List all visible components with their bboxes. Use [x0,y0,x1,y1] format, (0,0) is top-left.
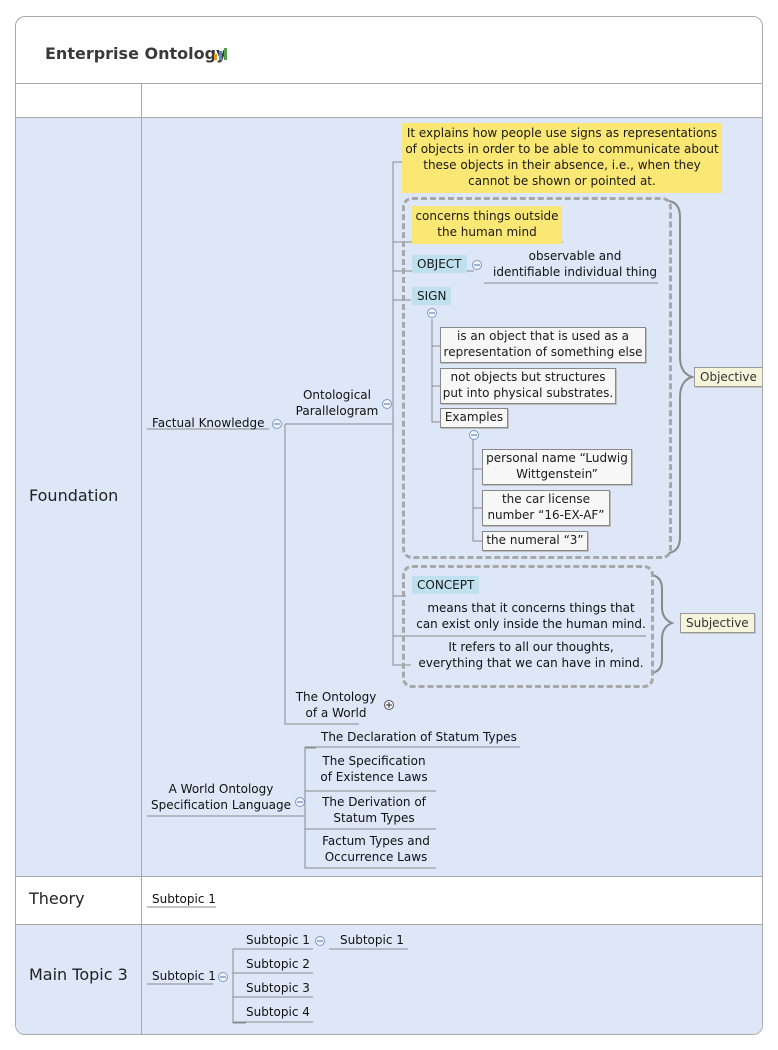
objective-boundary [402,197,672,559]
foundation-band [16,118,762,876]
topic-object[interactable]: OBJECT [412,255,467,273]
main3-child-1[interactable]: Subtopic 1 [246,933,310,947]
topic-world-ontology-spec-language[interactable]: A World Ontology Specification Language [148,781,294,813]
summary-subjective[interactable]: Subjective [680,613,755,633]
divider [16,83,762,84]
text-line: A World Ontology [168,782,274,796]
main-topic-3-band [16,924,762,1034]
text-line: of a World [305,706,367,720]
topic-ontology-of-a-world[interactable]: The Ontology of a World [290,689,382,721]
text-line: Specification Language [150,798,292,812]
text-line: personal name “Ludwig [486,451,628,465]
topic-sign[interactable]: SIGN [412,287,452,305]
row-label-foundation[interactable]: Foundation [29,486,119,505]
example-personal-name[interactable]: personal name “Ludwig Wittgenstein” [482,449,632,485]
subjective-boundary [402,565,654,688]
text-line: It refers to all our thoughts, [448,640,614,654]
text-line: the car license [501,492,591,506]
topic-sign-definition[interactable]: is an object that is used as a represent… [440,327,646,363]
text-line: concerns things outside [415,209,559,223]
example-car-license[interactable]: the car license number “16-EX-AF” [482,490,610,526]
text-line: representation of something else [443,345,643,359]
text-line: can exist only inside the human mind. [416,617,646,631]
text-line: Parallelogram [295,404,379,418]
text-line: number “16-EX-AF” [487,508,605,522]
text-line: cannot be shown or pointed at. [468,174,656,188]
topic-sign-structures[interactable]: not objects but structures put into phys… [440,368,616,404]
explanation-note[interactable]: It explains how people use signs as repr… [402,123,722,193]
text-line: means that it concerns things that [427,601,635,615]
text-line: Occurrence Laws [324,850,428,864]
topic-derivation-statum-types[interactable]: The Derivation of Statum Types [316,794,432,826]
topic-ontological-parallelogram[interactable]: Ontological Parallelogram [294,387,380,419]
map-title: Enterprise Ontology [45,44,227,63]
mindmap-frame: Enterprise Ontology [15,16,763,1035]
text-line: the human mind [437,225,537,239]
summary-objective[interactable]: Objective [694,367,762,387]
text-line: of Existence Laws [320,770,428,784]
text-line: these objects in their absence, i.e., wh… [423,158,701,172]
text-line: put into physical substrates. [442,386,614,400]
text-line: Factum Types and [322,834,430,848]
text-line: The Specification [322,754,426,768]
column-divider [141,83,142,1034]
text-line: It explains how people use signs as repr… [406,126,718,140]
topic-concept-refers[interactable]: It refers to all our thoughts, everythin… [412,639,650,671]
row-label-main-topic-3[interactable]: Main Topic 3 [29,965,128,984]
topic-factum-types-occurrence-laws[interactable]: Factum Types and Occurrence Laws [316,833,436,865]
main3-child-2[interactable]: Subtopic 2 [246,957,310,971]
topic-object-description[interactable]: observable and identifiable individual t… [490,248,660,280]
text-line: observable and [528,249,622,263]
text-line: Statum Types [333,811,415,825]
theory-subtopic[interactable]: Subtopic 1 [152,892,216,906]
topic-outside-mind[interactable]: concerns things outside the human mind [412,206,562,244]
main3-subtopic[interactable]: Subtopic 1 [152,969,216,983]
text-line: Ontological [302,388,371,402]
text-line: The Ontology [295,690,377,704]
text-line: not objects but structures [450,370,606,384]
text-line: of objects in order to be able to commun… [405,142,719,156]
chart-icon [214,48,227,60]
topic-examples[interactable]: Examples [440,408,508,428]
row-label-theory[interactable]: Theory [29,889,85,908]
topic-specification-existence-laws[interactable]: The Specification of Existence Laws [316,753,432,785]
divider [16,117,762,118]
text-line: is an object that is used as a [457,329,629,343]
topic-factual-knowledge[interactable]: Factual Knowledge [152,416,265,430]
text-line: everything that we can have in mind. [418,656,644,670]
divider [16,876,762,877]
topic-concept-description[interactable]: means that it concerns things that can e… [412,600,650,632]
divider [16,924,762,925]
main3-child-4[interactable]: Subtopic 4 [246,1005,310,1019]
topic-declaration-statum-types[interactable]: The Declaration of Statum Types [321,730,517,744]
text-line: Wittgenstein” [516,467,598,481]
text-line: The Derivation of [322,795,426,809]
main3-child-3[interactable]: Subtopic 3 [246,981,310,995]
main3-grandchild[interactable]: Subtopic 1 [340,933,404,947]
topic-concept[interactable]: CONCEPT [412,576,480,594]
example-numeral[interactable]: the numeral “3” [482,531,588,551]
text-line: identifiable individual thing [493,265,657,279]
theory-band [16,876,762,924]
